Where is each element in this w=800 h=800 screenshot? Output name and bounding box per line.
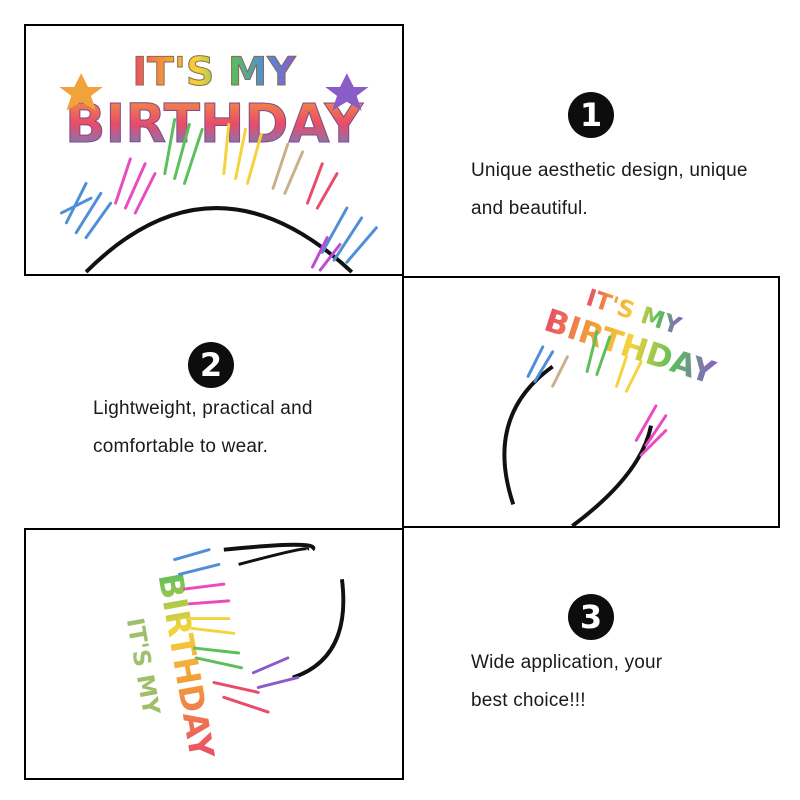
feature-3-line-1: Wide application, your: [471, 652, 663, 673]
product-photo-flat: IT'S MY BIRTHDAY: [24, 528, 404, 780]
product-photo-side: IT'S MY BIRTHDAY: [402, 276, 780, 528]
number-badge-3: 3: [568, 594, 614, 640]
feature-1-line-1: Unique aesthetic design, unique: [471, 160, 748, 181]
feature-2-description: Lightweight, practical and comfortable t…: [93, 390, 313, 466]
headband-side-illustration: IT'S MY BIRTHDAY: [405, 278, 777, 526]
feature-3-description: Wide application, your best choice!!!: [471, 644, 662, 720]
headband-flat-illustration: IT'S MY BIRTHDAY: [27, 530, 401, 778]
number-badge-1: 1: [568, 92, 614, 138]
feature-3-line-2: best choice!!!: [471, 690, 586, 711]
number-badge-2: 2: [188, 342, 234, 388]
headband-main-text: BIRTHDAY: [65, 93, 364, 155]
feature-1-line-2: and beautiful.: [471, 198, 588, 219]
feature-1-description: Unique aesthetic design, unique and beau…: [471, 152, 748, 228]
headband-top-text: IT'S MY: [132, 49, 296, 95]
feature-1: 1 Unique aesthetic design, unique and be…: [471, 92, 748, 228]
product-photo-closeup: IT'S MY BIRTHDAY: [24, 24, 404, 276]
feature-2-line-1: Lightweight, practical and: [93, 398, 313, 419]
feature-2: 2 Lightweight, practical and comfortable…: [93, 342, 313, 466]
feature-2-line-2: comfortable to wear.: [93, 436, 269, 457]
feature-3: 3 Wide application, your best choice!!!: [471, 594, 662, 720]
headband-closeup-illustration: IT'S MY BIRTHDAY: [27, 26, 401, 274]
